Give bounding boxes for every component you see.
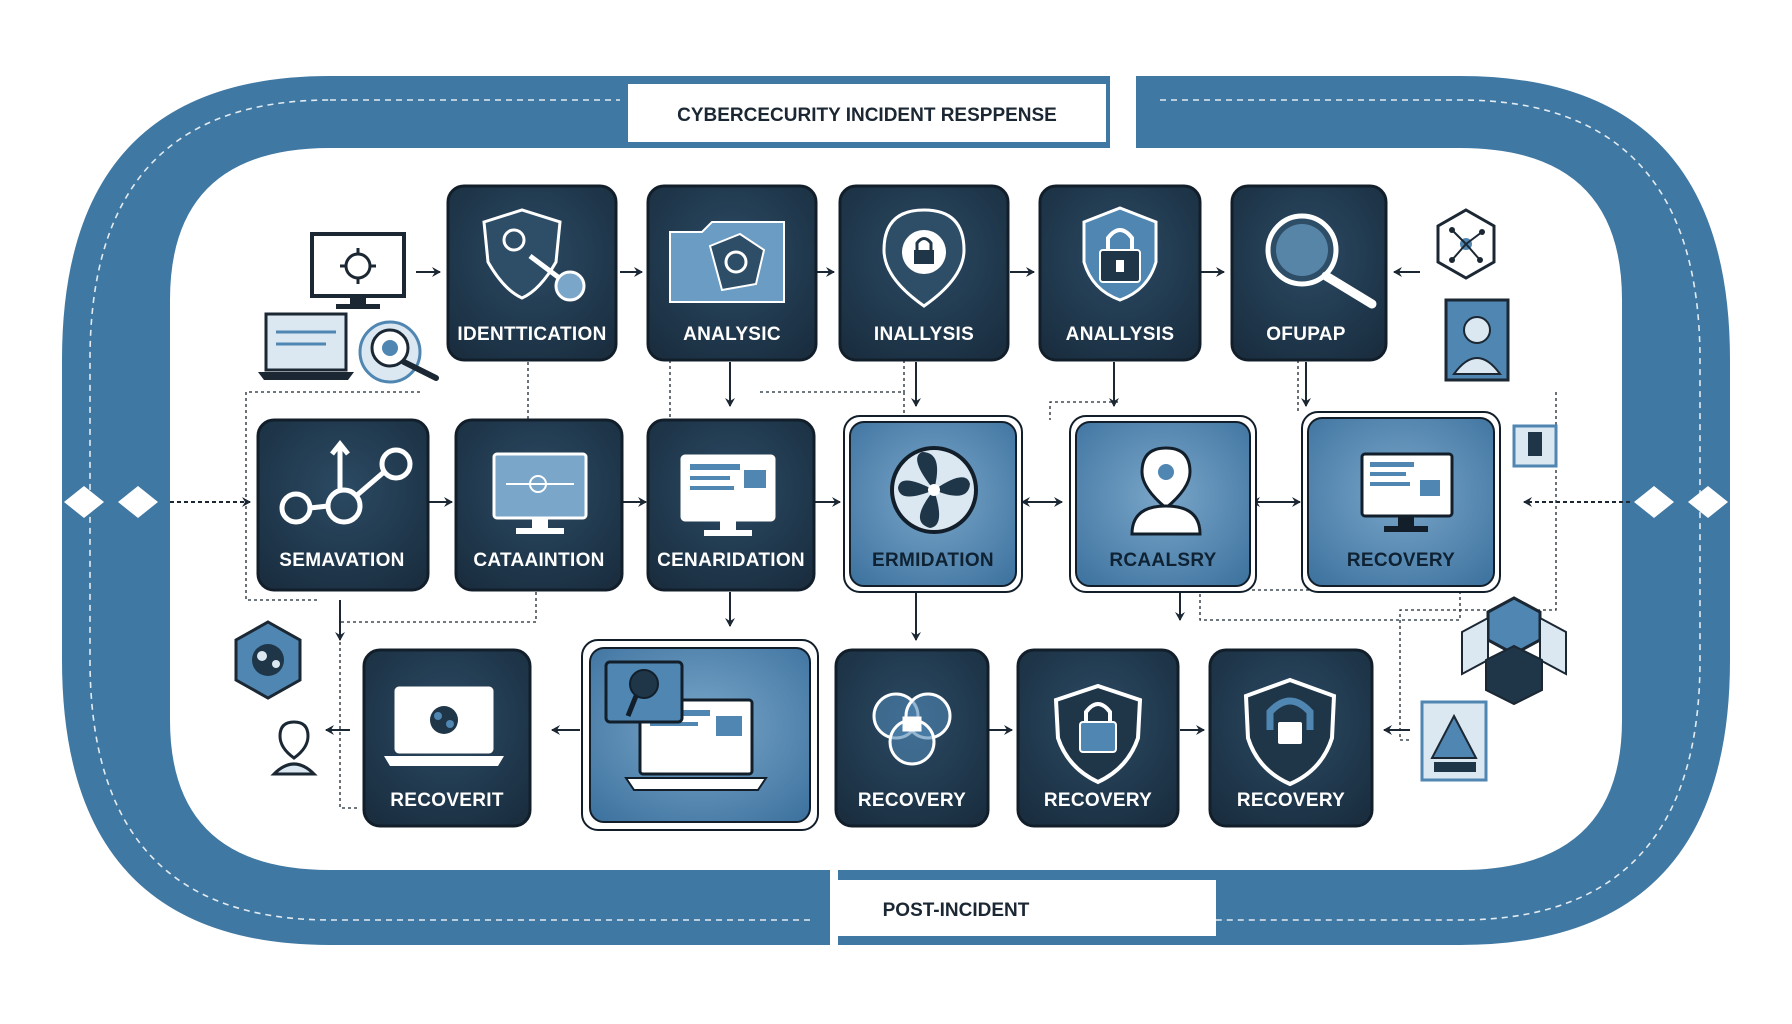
node-label: RECOVERIT (390, 790, 504, 811)
node-label: RECOVERY (1044, 790, 1152, 811)
node-label: ANALYSIC (683, 324, 781, 345)
node-rcaalsry: RCAALSRY (1069, 415, 1257, 593)
laptop-virus-icon (384, 686, 504, 766)
virus-hex-icon (234, 620, 302, 700)
node-label: INALLYSIS (874, 324, 974, 345)
fan-icon (890, 446, 978, 534)
footer-banner (836, 880, 1216, 936)
laptop-key-icon (604, 660, 768, 791)
node-recovery-shield-2: RECOVERY (1208, 648, 1374, 828)
magnifier-icon (1265, 213, 1377, 309)
lock-pin-icon (882, 208, 966, 308)
node-label: OFUPAP (1266, 324, 1346, 345)
node-label: RECOVERY (858, 790, 966, 811)
node-label: CATAAINTION (473, 550, 604, 571)
monitor-icon (1360, 452, 1454, 532)
user-pin-icon (1130, 446, 1202, 536)
server-icon (1512, 424, 1558, 468)
flow-arrows (170, 267, 1630, 735)
node-label: SEMAVATION (279, 550, 404, 571)
warning-doc-icon (1420, 700, 1488, 782)
node-label: RCAALSRY (1109, 550, 1216, 571)
diagram-title: CYBERCECURITY INCIDENT RESPPENSE (677, 105, 1057, 126)
footer-label: POST-INCIDENT (883, 900, 1030, 921)
network-hex-icon (1436, 208, 1496, 280)
node-semavation: SEMAVATION (256, 418, 430, 592)
share-nodes-icon (279, 439, 413, 525)
shield-lock-icon (1243, 677, 1337, 787)
shield-gear-icon (482, 208, 586, 302)
padlock-shield-icon (1082, 206, 1158, 302)
monitor-virus-icon (310, 232, 406, 309)
node-recovery-middle: RECOVERY (1301, 411, 1501, 593)
node-ofupap: OFUPAP (1230, 184, 1388, 362)
node-label: IDENTTICATION (457, 324, 606, 345)
cubes-icon (1461, 596, 1567, 706)
node-label: CENARIDATION (657, 550, 805, 571)
node-label: ERMIDATION (872, 550, 994, 571)
node-label: ANALLYSIS (1066, 324, 1175, 345)
node-label: RECOVERY (1347, 550, 1455, 571)
laptop-icon (258, 312, 354, 380)
node-analysic: ANALYSIC (646, 184, 818, 362)
node-cenaridation: CENARIDATION (646, 418, 816, 592)
user-pin-icon (270, 720, 318, 776)
folder-icon (669, 221, 785, 303)
node-recovery-venn: RECOVERY (834, 648, 990, 828)
outer-ring (62, 76, 1730, 945)
monitor-icon (680, 454, 776, 536)
node-laptop-key (581, 639, 819, 831)
monitor-icon (492, 452, 588, 534)
node-anallysis: ANALLYSIS (1038, 184, 1202, 362)
node-inallysis: INALLYSIS (838, 184, 1010, 362)
node-ermidation: ERMIDATION (843, 415, 1023, 593)
right-connector-diamonds (1634, 486, 1728, 518)
shield-lock-icon (1053, 683, 1143, 785)
title-banner (628, 84, 1106, 142)
venn-lock-icon (872, 692, 952, 766)
node-recoverit: RECOVERIT (362, 648, 532, 828)
user-portrait-icon (1444, 298, 1510, 382)
left-connector-diamonds (64, 486, 158, 518)
node-recovery-shield-1: RECOVERY (1016, 648, 1180, 828)
magnifier-virus-icon (358, 320, 439, 384)
node-label: RECOVERY (1237, 790, 1345, 811)
node-cataaintion: CATAAINTION (454, 418, 624, 592)
node-identification: IDENTTICATION (446, 184, 618, 362)
